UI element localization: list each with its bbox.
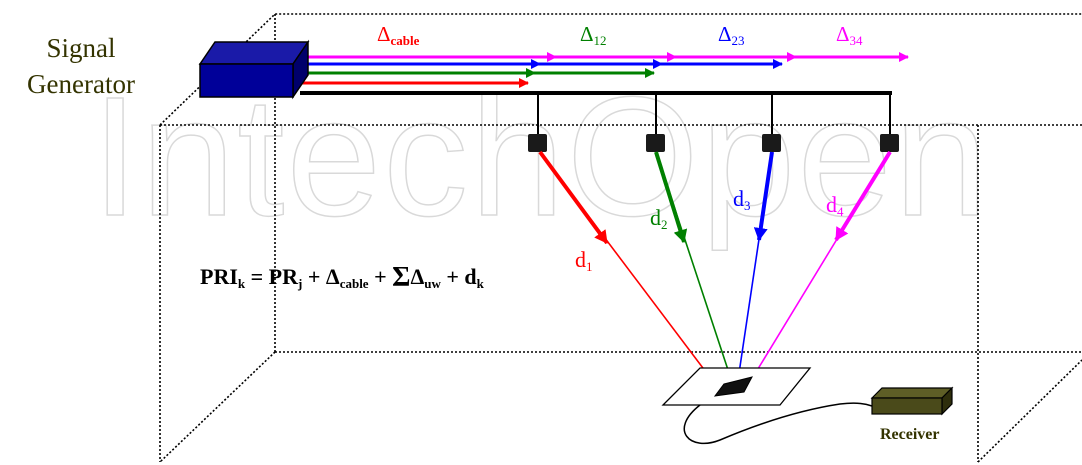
formula-delta-cable: Δ xyxy=(325,264,340,289)
distance-label-d2: d2 xyxy=(650,205,668,233)
receiver-wire xyxy=(683,402,873,445)
formula-equals: = xyxy=(245,264,269,289)
formula-delta-uw: Δ xyxy=(410,264,425,289)
antenna-2 xyxy=(646,134,665,152)
distance-subscript: 1 xyxy=(586,259,593,274)
pri-formula: PRIk = PRj + Δcable + ΣΔuw + dk xyxy=(200,262,484,294)
cable-delay-arrows xyxy=(300,52,909,88)
delta-subscript: 34 xyxy=(849,33,863,48)
formula-plus-3: + xyxy=(440,264,465,289)
distance-label-d1: d1 xyxy=(575,247,593,275)
formula-delta-cable-sub: cable xyxy=(339,276,369,291)
arrow-d3 xyxy=(753,151,774,241)
antenna-group xyxy=(528,134,899,152)
formula-sigma: Σ xyxy=(392,262,411,293)
distance-symbol: d xyxy=(650,205,661,230)
delta-subscript: 12 xyxy=(593,33,607,48)
delta-symbol: Δ xyxy=(580,22,594,46)
room-outline xyxy=(159,13,1082,463)
distance-label-d4: d4 xyxy=(826,192,844,220)
tag-device xyxy=(713,376,753,397)
arrow-d2 xyxy=(654,151,688,243)
formula-pri: PRI xyxy=(200,264,238,289)
cable-label-delta-cable: Δcable xyxy=(377,22,419,49)
delta-symbol: Δ xyxy=(836,22,850,46)
formula-d: d xyxy=(464,264,477,289)
distance-symbol: d xyxy=(733,186,744,211)
delta-symbol: Δ xyxy=(718,22,732,46)
arrow-d4 xyxy=(834,150,892,242)
antenna-3 xyxy=(762,134,781,152)
cable-label-delta-12: Δ12 xyxy=(580,22,607,49)
delta-subscript: cable xyxy=(390,33,420,48)
formula-plus-1: + xyxy=(302,264,326,289)
cable-label-delta-23: Δ23 xyxy=(718,22,745,49)
signal-generator-box xyxy=(198,39,310,100)
formula-delta-uw-sub: uw xyxy=(424,276,441,291)
distance-symbol: d xyxy=(826,192,837,217)
receiver-label: Receiver xyxy=(880,426,940,443)
formula-plus-2: + xyxy=(368,264,393,289)
distance-subscript: 3 xyxy=(744,198,751,213)
signal-generator-line1: Signal xyxy=(46,33,116,63)
antenna-1 xyxy=(528,134,547,152)
arrow-d1 xyxy=(538,150,609,245)
distance-symbol: d xyxy=(575,247,586,272)
receiver-box xyxy=(870,386,954,416)
formula-d-sub: k xyxy=(476,276,484,291)
distance-subscript: 2 xyxy=(661,217,668,232)
cable-label-delta-34: Δ34 xyxy=(836,22,863,49)
antenna-4 xyxy=(880,134,899,152)
formula-pr: PR xyxy=(268,264,298,289)
signal-generator-label: Signal Generator xyxy=(6,30,156,102)
delta-symbol: Δ xyxy=(377,22,391,46)
signal-generator-line2: Generator xyxy=(27,69,135,99)
formula-pr-sub: j xyxy=(298,276,303,291)
antenna-drops xyxy=(537,93,891,134)
distance-label-d3: d3 xyxy=(733,186,751,214)
distance-subscript: 4 xyxy=(837,204,844,219)
formula-pri-sub: k xyxy=(237,276,246,291)
delta-subscript: 23 xyxy=(731,33,745,48)
propagation-arrows xyxy=(538,150,892,245)
